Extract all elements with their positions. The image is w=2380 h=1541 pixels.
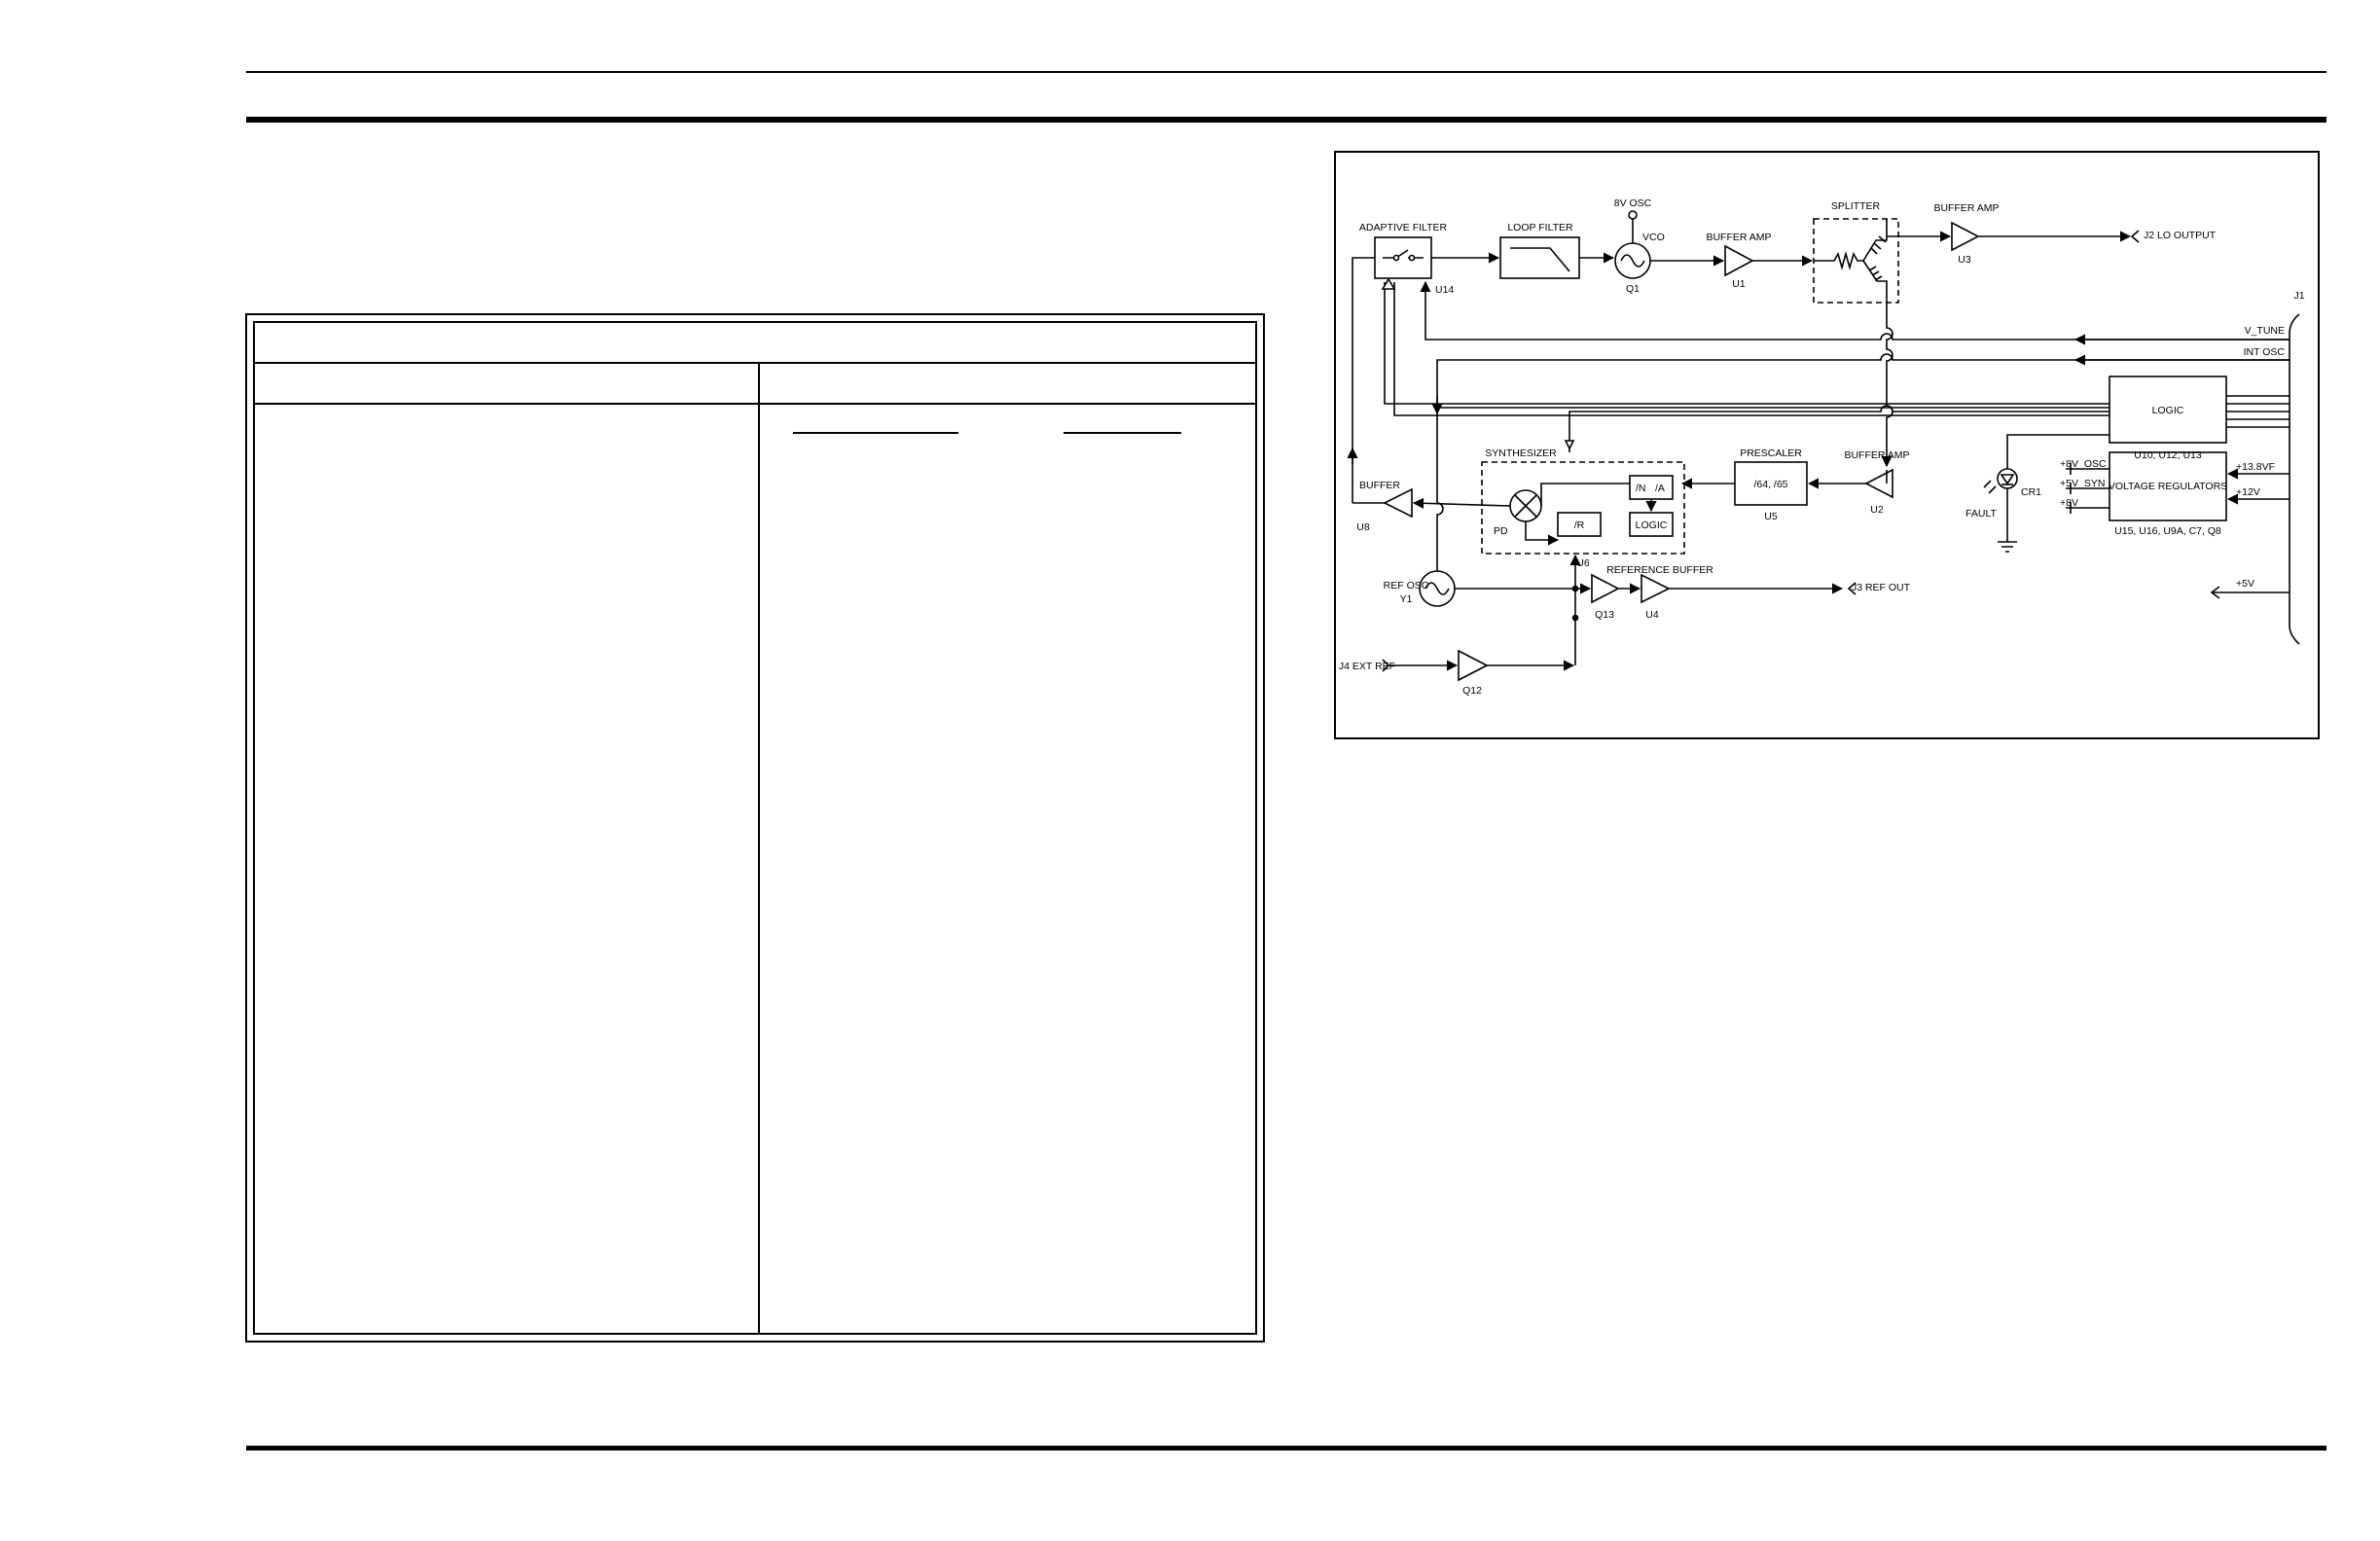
table-underline-2	[1064, 432, 1181, 434]
label-5v-syn: +5V_SYN	[2060, 478, 2105, 489]
buffer-q13	[1591, 573, 1620, 604]
j1-connector	[2289, 313, 2300, 645]
top-thick-rule	[246, 117, 2326, 123]
voltage-regulators-block	[2109, 451, 2227, 521]
label-5v: +5V	[2236, 578, 2254, 590]
label-j4-ext-ref: J4 EXT REF	[1339, 661, 1395, 672]
label-reference-buffer: REFERENCE BUFFER	[1606, 564, 1713, 576]
block-diagram: ADAPTIVE FILTER U14 LOOP FILTER 8V OSC V…	[1334, 151, 2320, 739]
logic-block	[2109, 376, 2227, 444]
label-u1: U1	[1732, 278, 1746, 290]
label-voltage-regulators: VOLTAGE REGULATORS	[2109, 481, 2227, 492]
table-frame	[245, 313, 1265, 1343]
block-diagram-svg: ADAPTIVE FILTER U14 LOOP FILTER 8V OSC V…	[1339, 197, 2305, 697]
buffer-amp-u1	[1724, 244, 1754, 277]
buffer-q12	[1458, 649, 1489, 682]
label-buffer-amp-1: BUFFER AMP	[1706, 232, 1771, 243]
bottom-thick-rule	[246, 1446, 2326, 1451]
label-u8: U8	[1356, 521, 1370, 533]
label-logic-small: LOGIC	[1636, 520, 1668, 531]
j3-ref-out-terminal	[1847, 582, 1857, 595]
label-12v: +12V	[2236, 486, 2260, 498]
label-u5: U5	[1764, 511, 1778, 522]
buffer-amp-u3	[1951, 221, 1980, 252]
label-pd: PD	[1494, 525, 1508, 537]
table-underline-1	[793, 432, 958, 434]
label-div-r: /R	[1574, 520, 1585, 531]
label-j3-ref-out: J3 REF OUT	[1852, 582, 1911, 593]
table-title-divider	[255, 362, 1255, 364]
label-buffer: BUFFER	[1359, 480, 1400, 491]
top-thin-rule	[246, 71, 2326, 73]
buffer-u8	[1383, 487, 1413, 519]
label-8v: +8V	[2060, 497, 2078, 509]
label-y1: Y1	[1400, 593, 1413, 605]
table-column-divider	[758, 362, 760, 1333]
label-8v-osc-supply: +8V_OSC	[2060, 458, 2107, 470]
osc-8v-terminal	[1628, 210, 1638, 220]
synthesizer-block	[1481, 461, 1685, 555]
label-q12: Q12	[1462, 685, 1482, 697]
label-buffer-amp-2: BUFFER AMP	[1844, 449, 1909, 461]
label-fault: FAULT	[1965, 508, 1997, 520]
label-div-n: /N	[1636, 483, 1646, 494]
label-u3: U3	[1958, 254, 1971, 266]
label-q1: Q1	[1626, 283, 1640, 295]
label-synthesizer: SYNTHESIZER	[1485, 448, 1557, 459]
label-ref-osc: REF OSC	[1384, 580, 1429, 591]
reference-buffer-u4	[1641, 573, 1671, 604]
label-logic-block: LOGIC	[2152, 405, 2184, 416]
label-int-osc: INT OSC	[2244, 346, 2286, 358]
label-cr1: CR1	[2021, 486, 2041, 498]
label-div-a: /A	[1655, 483, 1665, 494]
label-regulator-parts: U15, U16, U9A, C7, Q8	[2114, 525, 2221, 537]
label-j1: J1	[2293, 290, 2304, 302]
table-inner-frame	[253, 321, 1257, 1335]
label-8v-osc: 8V OSC	[1614, 197, 1652, 209]
label-splitter: SPLITTER	[1831, 200, 1881, 212]
label-v-tune: V_TUNE	[2245, 325, 2285, 337]
label-13-8vf: +13.8VF	[2236, 461, 2275, 473]
logic-small-block	[1629, 512, 1674, 537]
label-vco: VCO	[1642, 232, 1665, 243]
div-r-block	[1557, 512, 1602, 537]
label-adaptive-filter: ADAPTIVE FILTER	[1359, 222, 1448, 233]
label-u14: U14	[1435, 284, 1454, 296]
buffer-amp-u2	[1864, 468, 1893, 499]
label-prescaler-ratio: /64, /65	[1753, 479, 1787, 490]
splitter-resistor	[1814, 251, 1863, 270]
label-logic-ics: U10, U12, U13	[2134, 449, 2202, 461]
label-prescaler: PRESCALER	[1740, 448, 1802, 459]
label-loop-filter: LOOP FILTER	[1507, 222, 1573, 233]
label-q13: Q13	[1595, 609, 1614, 621]
label-u6: U6	[1576, 557, 1590, 569]
label-u4: U4	[1645, 609, 1659, 621]
label-buffer-amp-3: BUFFER AMP	[1933, 202, 1999, 214]
fault-led	[1997, 468, 2018, 489]
table-header-divider	[255, 403, 1255, 405]
label-u2: U2	[1870, 504, 1884, 516]
loop-filter-block	[1499, 236, 1580, 279]
switch-symbol	[1383, 249, 1424, 259]
label-j2-lo-output: J2 LO OUTPUT	[2144, 230, 2217, 241]
j2-output-terminal	[2130, 230, 2140, 243]
lowpass-symbol	[1510, 247, 1570, 272]
